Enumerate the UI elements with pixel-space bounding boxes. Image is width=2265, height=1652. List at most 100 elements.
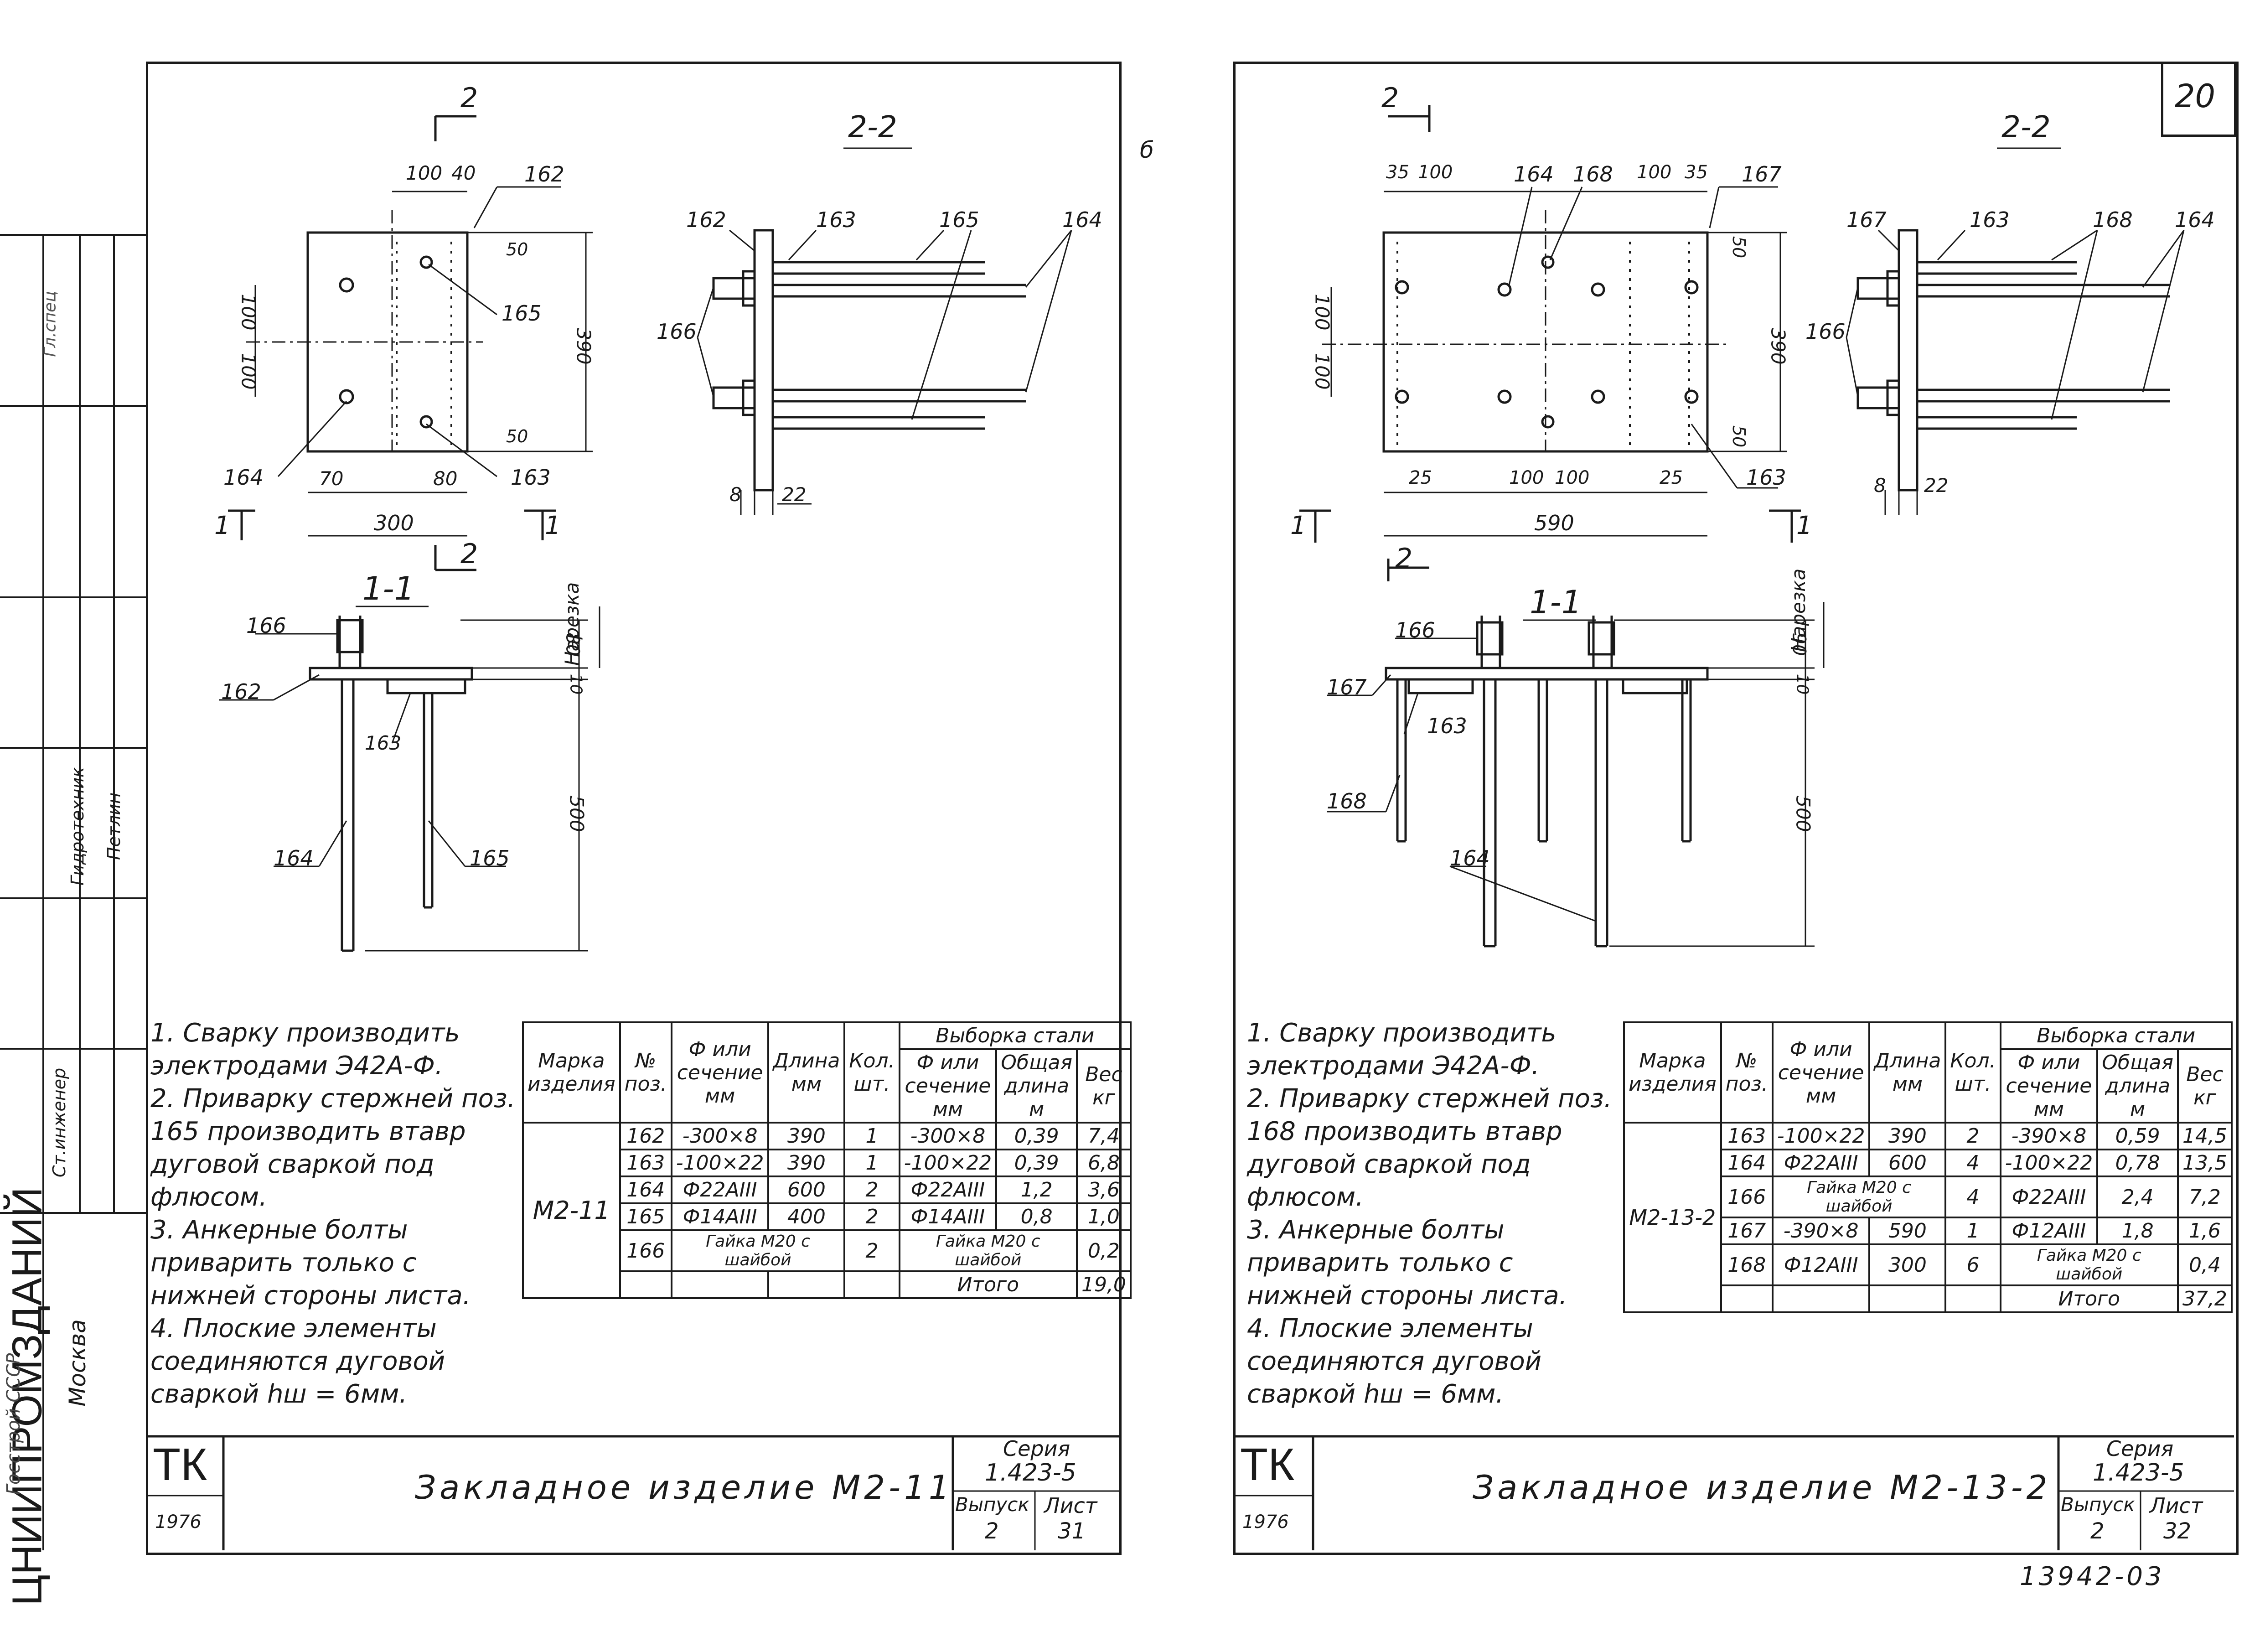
- row-pos: 167: [1720, 1217, 1774, 1245]
- row-w: 3,6: [1076, 1176, 1132, 1204]
- row-len: 600: [767, 1176, 846, 1204]
- sheet-right-frame: [1233, 62, 2239, 1555]
- row-len: 590: [1868, 1217, 1947, 1245]
- title-right: Закладное изделие М2-13-2: [1473, 1468, 2051, 1507]
- h-len: Длина мм: [1868, 1021, 1947, 1124]
- row-slen: 2,4: [2096, 1176, 2179, 1218]
- dim-100-side-b: 100: [237, 353, 260, 390]
- row-sec: Ф12АIII: [1771, 1243, 1871, 1286]
- spec-table-left: Марка изделия № поз. Ф или сечение мм Дл…: [522, 1021, 1132, 1299]
- row-sec: -100×22: [1771, 1122, 1871, 1150]
- dim-10-sec11: 10: [566, 673, 585, 695]
- dim-300: 300: [374, 511, 414, 535]
- sheet-right: 32: [2163, 1518, 2192, 1544]
- row-qty: 6: [1944, 1243, 2001, 1286]
- r-section-title-1-1: 1-1: [1530, 584, 1582, 621]
- footer-code: 13942-03: [2020, 1562, 2165, 1591]
- row-pos: 163: [1720, 1122, 1774, 1150]
- h-sel-len: Общая длина м: [995, 1048, 1078, 1124]
- row-len: 390: [1868, 1122, 1947, 1150]
- r-dim-35b: 35: [1685, 162, 1708, 183]
- h-qty: Кол. шт.: [843, 1021, 900, 1124]
- note-1: 1. Сварку производить электродами Э42А-Ф…: [150, 1018, 460, 1081]
- sheet-label-right: Лист: [2150, 1493, 2203, 1518]
- row-len: 300: [1868, 1243, 1947, 1286]
- r-callout-163-sec11: 163: [1427, 714, 1467, 738]
- section-mark-1-left: 1: [214, 511, 230, 540]
- title-left: Закладное изделие М2-11: [415, 1468, 953, 1507]
- year-left: 1976: [155, 1512, 202, 1533]
- row-qty: 4: [1944, 1149, 2001, 1177]
- h-pos: № поз.: [1720, 1021, 1774, 1124]
- r-section-mark-1-left: 1: [1290, 511, 1306, 540]
- row-sec: -300×8: [670, 1122, 770, 1150]
- row-qty: 4: [1944, 1176, 2001, 1218]
- r-dim-25a: 25: [1409, 467, 1432, 488]
- note-3: 3. Анкерные болты приварить только с ниж…: [1247, 1215, 1567, 1310]
- r-section-title-2-2: 2-2: [2001, 109, 2051, 145]
- r-callout-164-sec11: 164: [1450, 846, 1490, 870]
- r-callout-166-sec22: 166: [1805, 319, 1846, 344]
- row-w: 7,4: [1076, 1122, 1132, 1150]
- section-mark-2-top: 2: [460, 82, 478, 114]
- r-dim-390: 390: [1767, 328, 1789, 365]
- series-right: 1.423-5: [2093, 1459, 2184, 1486]
- h-sel-len: Общая длина м: [2096, 1048, 2179, 1124]
- h-qty: Кол. шт.: [1944, 1021, 2001, 1124]
- sheet-left: 31: [1058, 1518, 1086, 1544]
- tk-label-left: ТК: [153, 1439, 207, 1490]
- table-mark: М2-11: [522, 1122, 621, 1299]
- row-slen: 0,39: [995, 1149, 1078, 1177]
- row-ssec: -390×8: [1999, 1122, 2099, 1150]
- callout-163-sec22: 163: [816, 207, 856, 232]
- dim-500-sec11: 500: [565, 795, 588, 832]
- total-label: Итого: [1999, 1284, 2179, 1313]
- series-label-right: Серия: [2106, 1436, 2174, 1461]
- callout-166-sec22: 166: [657, 319, 697, 344]
- note-4: 4. Плоские элементы соединяются дуговой …: [150, 1314, 445, 1409]
- callout-162-plan: 162: [524, 162, 564, 186]
- section-title-2-2: 2-2: [848, 109, 897, 145]
- total-value: 37,2: [2177, 1284, 2233, 1313]
- row-w: 0,4: [2177, 1243, 2233, 1286]
- sheet-number: 20: [2175, 78, 2216, 115]
- row-len: 600: [1868, 1149, 1947, 1177]
- h-sec: Ф или сечение мм: [670, 1021, 770, 1124]
- row-qty: 2: [1944, 1122, 2001, 1150]
- row-slen: 0,59: [2096, 1122, 2179, 1150]
- thread-label-sec11: Нарезка: [561, 582, 583, 666]
- row-slen: 0,39: [995, 1122, 1078, 1150]
- r-callout-163-plan: 163: [1746, 465, 1786, 490]
- dim-100-top: 100: [406, 162, 443, 184]
- table-mark: М2-13-2: [1623, 1122, 1722, 1313]
- row-ssec: Ф14АIII: [898, 1202, 998, 1231]
- dim-8-sec22: 8: [729, 483, 742, 506]
- spec-table-right: Марка изделия № поз. Ф или сечение мм Дл…: [1623, 1021, 2233, 1313]
- h-sel-sec: Ф или сечение мм: [1999, 1048, 2099, 1124]
- r-dim-590: 590: [1534, 511, 1574, 535]
- row-sec: Гайка М20 с шайбой: [1771, 1176, 1947, 1218]
- total-value: 19,0: [1076, 1270, 1132, 1299]
- h-sel: Выборка стали: [898, 1021, 1132, 1050]
- r-dim-50b: 50: [1729, 425, 1749, 448]
- callout-164-sec22: 164: [1062, 207, 1102, 232]
- r-callout-167-sec22: 167: [1846, 207, 1887, 232]
- total-label: Итого: [898, 1270, 1078, 1299]
- callout-162-sec11: 162: [221, 679, 261, 704]
- section-mark-2-bottom: 2: [460, 538, 478, 570]
- sheet-number-box: [2161, 62, 2236, 137]
- row-pos: 163: [619, 1149, 672, 1177]
- row-slen: 1,2: [995, 1176, 1078, 1204]
- note-2: 2. Приварку стержней поз. 168 производит…: [1247, 1084, 1612, 1212]
- sheet-label-left: Лист: [1044, 1493, 1097, 1518]
- row-qty: 2: [843, 1229, 900, 1272]
- r-dim-100b: 100: [1637, 162, 1672, 183]
- callout-162-sec22: 162: [686, 207, 726, 232]
- notes-left: 1. Сварку производить электродами Э42А-Ф…: [150, 1017, 524, 1411]
- approval-strip: [0, 234, 146, 1550]
- year-right: 1976: [1242, 1512, 1289, 1533]
- row-qty: 1: [843, 1149, 900, 1177]
- dim-100-side-a: 100: [237, 294, 260, 331]
- row-len: 400: [767, 1202, 846, 1231]
- row-pos: 166: [1720, 1176, 1774, 1218]
